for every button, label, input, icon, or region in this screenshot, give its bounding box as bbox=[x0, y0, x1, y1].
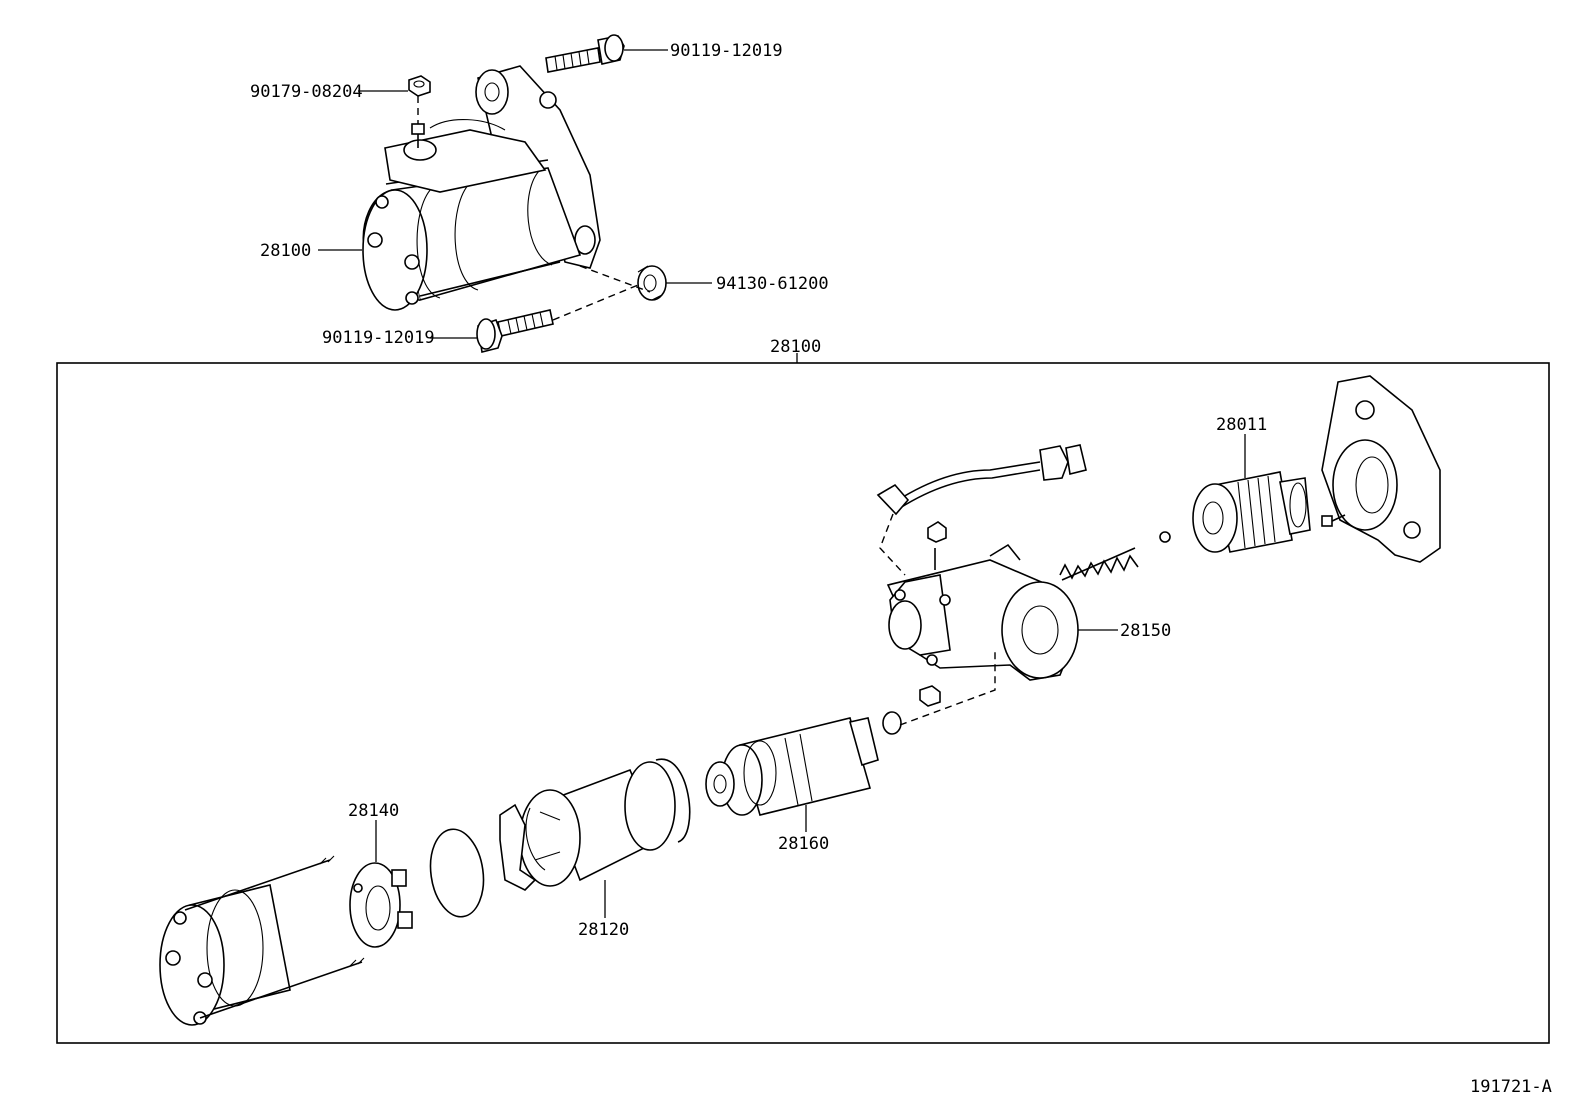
armature-drawing bbox=[705, 717, 879, 816]
ball-drawing bbox=[1159, 531, 1171, 543]
bolt-bottom-drawing bbox=[476, 309, 554, 353]
lead-wire-drawing bbox=[876, 444, 1087, 516]
washer-drawing bbox=[637, 265, 667, 301]
brush-holder-drawing bbox=[349, 862, 413, 948]
frame-label: 28100 bbox=[770, 337, 821, 357]
label-washer: 94130-61200 bbox=[716, 274, 829, 294]
label-bolt-top: 90119-12019 bbox=[670, 41, 783, 61]
clutch-pinion-drawing bbox=[1192, 471, 1311, 553]
bolt-top-drawing bbox=[545, 34, 625, 73]
label-clutch-pinion: 28011 bbox=[1216, 415, 1267, 435]
label-starter-assy: 28100 bbox=[260, 241, 311, 261]
snap-ring-drawing bbox=[655, 758, 691, 843]
diagram-id: 191721-A bbox=[1470, 1077, 1552, 1097]
label-nut: 90179-08204 bbox=[250, 82, 363, 102]
label-bolt-bottom: 90119-12019 bbox=[322, 328, 435, 348]
spring-drawing bbox=[1059, 547, 1139, 581]
magnet-switch-drawing bbox=[886, 521, 1079, 707]
label-brush-holder: 28140 bbox=[348, 801, 399, 821]
o-ring-drawing bbox=[882, 711, 902, 735]
nut-drawing bbox=[408, 75, 431, 97]
end-frame-drawing bbox=[159, 855, 365, 1026]
exploded-view-frame bbox=[56, 362, 1550, 1044]
yoke-drawing bbox=[499, 761, 676, 891]
label-magnet-switch: 28150 bbox=[1120, 621, 1171, 641]
label-armature: 28160 bbox=[778, 834, 829, 854]
gasket-drawing bbox=[429, 828, 485, 918]
starter-assembly-drawing bbox=[362, 65, 601, 311]
drive-housing-drawing bbox=[1321, 375, 1441, 563]
label-yoke: 28120 bbox=[578, 920, 629, 940]
